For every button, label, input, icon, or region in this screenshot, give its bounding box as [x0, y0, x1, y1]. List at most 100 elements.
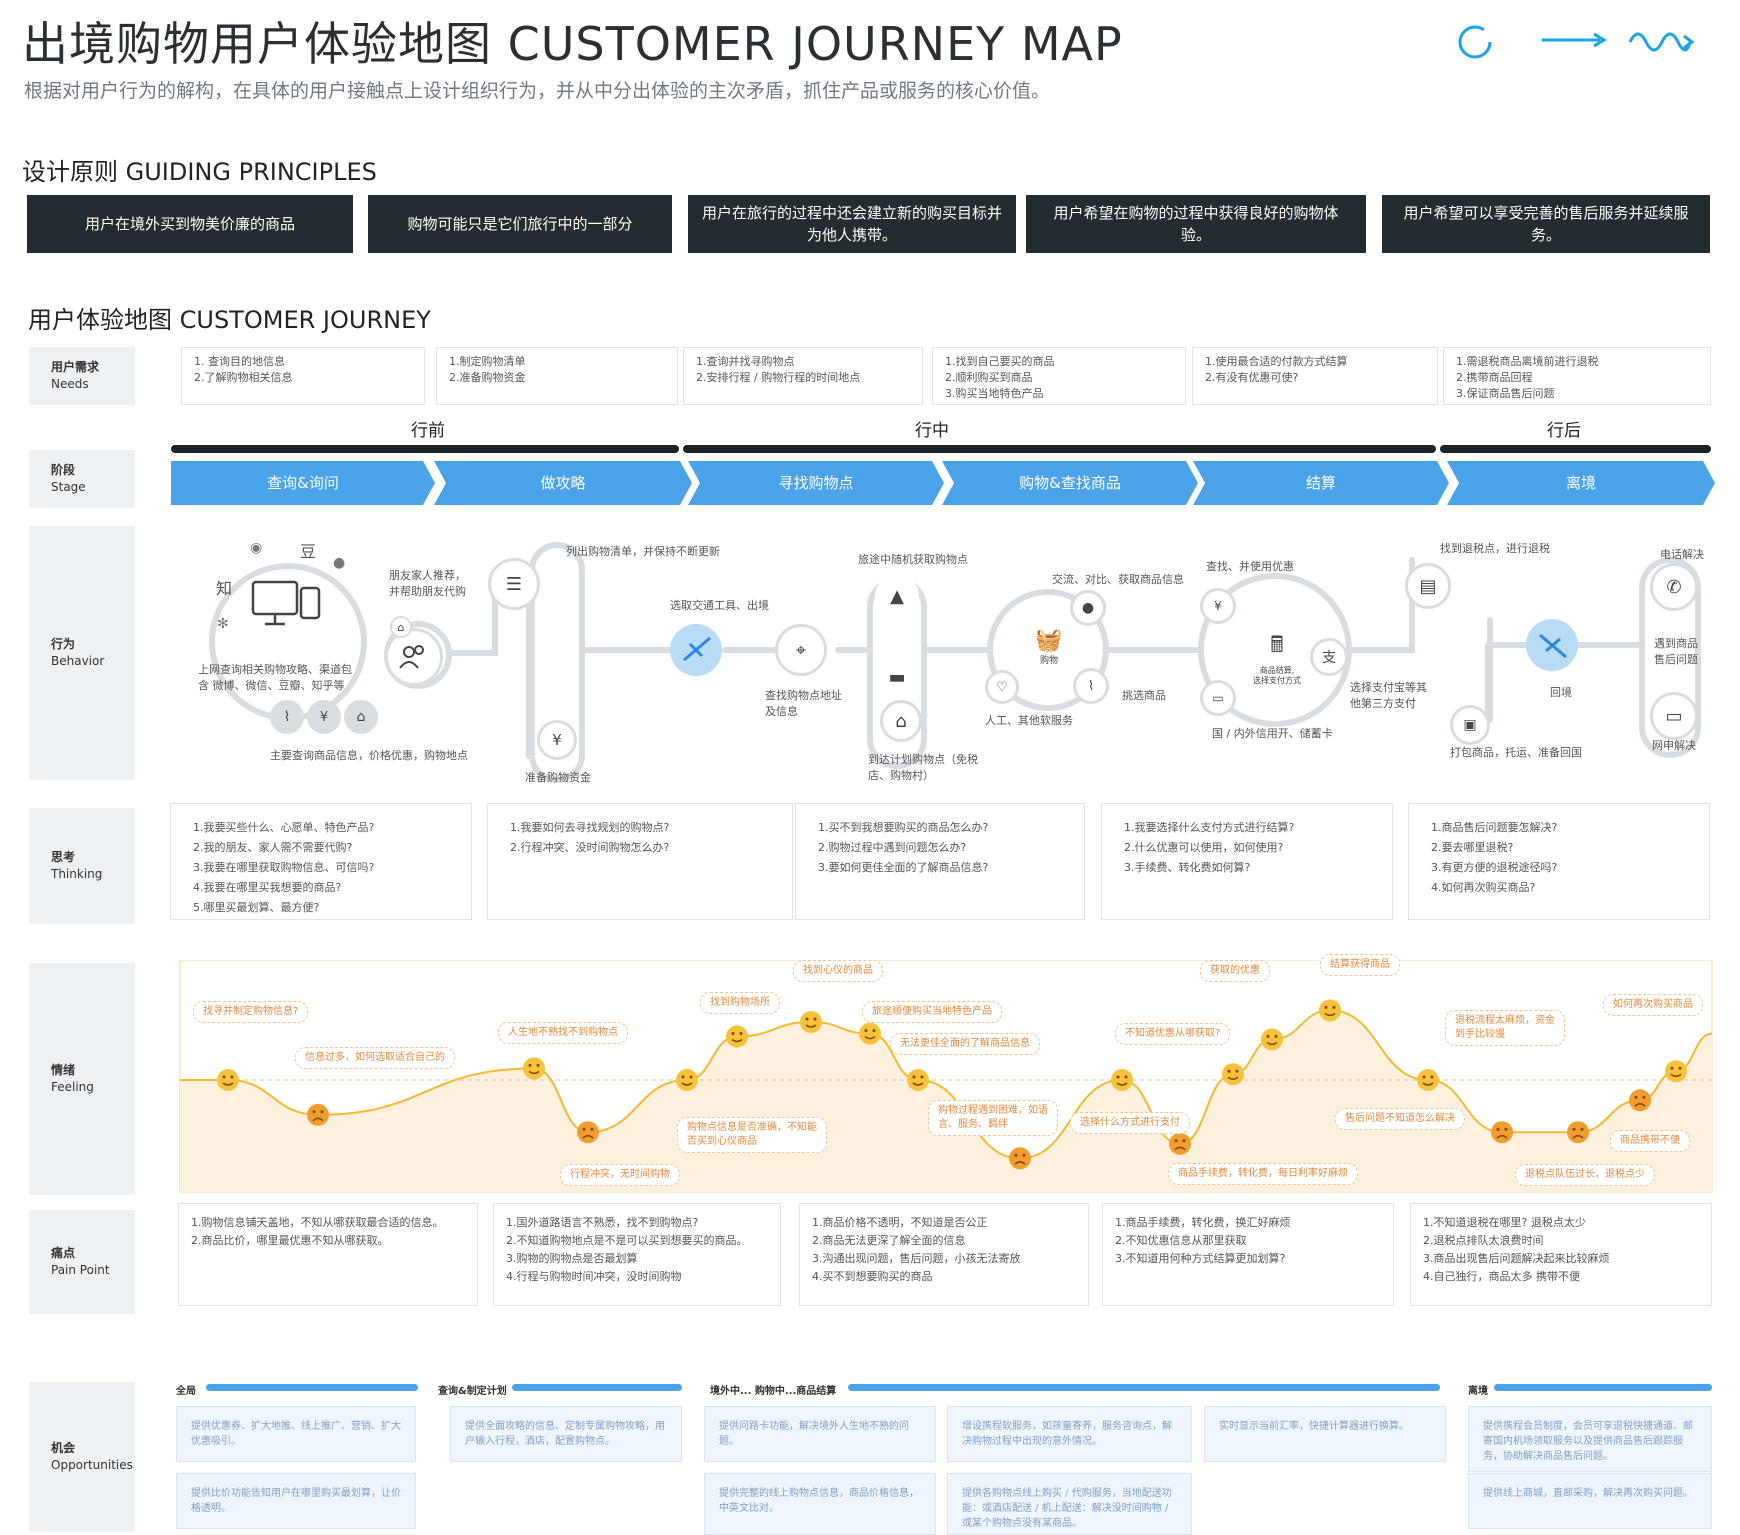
- chat-icon: ●: [1070, 590, 1106, 626]
- wechat-icon: ●: [333, 555, 346, 571]
- product-icon: ⌇: [1073, 668, 1109, 704]
- feeling-chart: [179, 960, 1713, 1193]
- pain-item: 2.不知优惠信息从那里获取: [1115, 1234, 1247, 1247]
- sad-face-icon: [577, 1121, 599, 1144]
- sad-face-icon: [1629, 1089, 1651, 1112]
- behavior-note: 挑选商品: [1122, 689, 1166, 702]
- opportunity-card: 提供全面攻略的信息、定制专属购物攻略，用户输入行程，酒店，配置购物点。: [450, 1406, 682, 1462]
- opp-group-shopping: 境外中... 购物中...商品结算: [710, 1386, 837, 1397]
- luggage-icon: ▣: [1450, 705, 1490, 745]
- thinking-card: 1.我要买些什么、心愿单、特色产品?2.我的朋友、家人需不需要代购?3.我要在哪…: [170, 803, 472, 920]
- card-icon: ▭: [1200, 680, 1236, 716]
- happy-face-icon: [1222, 1063, 1244, 1086]
- principle-card: 用户希望在购物的过程中获得良好的购物体验。: [1026, 195, 1366, 253]
- opportunity-card: 提供优惠券、扩大地推、线上推广、营销、扩大优惠吸引。: [176, 1406, 416, 1462]
- needs-card: 1.查询并找寻购物点 2.安排行程 / 购物行程的时间地点: [683, 347, 923, 405]
- list-icon: ☰: [488, 558, 540, 610]
- needs-item: 1.查询并找寻购物点: [696, 355, 795, 368]
- opportunity-card: 实时显示当前汇率，快捷计算器进行换算。: [1204, 1406, 1446, 1462]
- pain-item: 3.购物的购物点是否最划算: [506, 1252, 638, 1265]
- opp-bar: [206, 1384, 418, 1391]
- happy-face-icon: [859, 1022, 881, 1045]
- phase-after: 行后: [1547, 421, 1581, 441]
- thinking-item: 2.行程冲突、没时间购物怎么办?: [510, 841, 670, 854]
- landmark-icon: ▲: [875, 574, 919, 618]
- stage-chevron: 查询&询问: [171, 461, 435, 505]
- devices-icon: [245, 560, 333, 648]
- pain-item: 1.不知道退税在哪里? 退税点太少: [1423, 1216, 1586, 1229]
- thinking-item: 3.我要在哪里获取购物信息、可信吗?: [193, 861, 375, 874]
- thinking-item: 3.要如何更佳全面的了解商品信息?: [818, 861, 989, 874]
- behavior-note: 列出购物清单，并保持不断更新: [566, 545, 720, 558]
- opportunity-card: 提供携程会员制度，会员可享退税快捷通道、邮寄国内机场领取服务以及提供商品售后跟踪…: [1468, 1406, 1712, 1472]
- cosmetics-icon: ⌇: [270, 700, 304, 734]
- feeling-note: 购物过程遇到困难，如语 言、服务、羁绊: [928, 1100, 1058, 1136]
- computer-icon: ▭: [1650, 692, 1698, 740]
- opp-group-global: 全局: [176, 1386, 196, 1397]
- principles-heading: 设计原则 GUIDING PRINCIPLES: [22, 158, 377, 186]
- stage-chevron: 做攻略: [434, 461, 692, 505]
- feeling-note: 找到心仪的商品: [793, 960, 883, 982]
- thinking-card: 1.买不到我想要购买的商品怎么办?2.购物过程中遇到问题怎么办?3.要如何更佳全…: [795, 803, 1085, 920]
- behavior-note: 网申解决: [1652, 739, 1696, 752]
- baidu-icon: ✻: [217, 616, 229, 632]
- opp-group-plan: 查询&制定计划: [438, 1386, 507, 1397]
- wave-arrow-icon: [1628, 32, 1695, 52]
- alipay-icon: 支: [1310, 638, 1348, 676]
- money-bag-icon: ¥: [537, 720, 577, 760]
- behavior-note: 选取交通工具、出境: [670, 599, 769, 612]
- bag-icon: ⌂: [390, 616, 412, 638]
- pain-item: 1.国外道路语言不熟悉，找不到购物点?: [506, 1216, 699, 1229]
- happy-face-icon: [1665, 1060, 1687, 1083]
- feeling-note: 获取的优惠: [1200, 960, 1270, 982]
- sad-face-icon: [1169, 1132, 1191, 1155]
- feeling-note: 退税点队伍过长，退税点少: [1515, 1164, 1655, 1186]
- pain-item: 2.商品无法更深了解全面的信息: [812, 1234, 966, 1247]
- phase-during: 行中: [915, 421, 949, 441]
- needs-item: 2.安排行程 / 购物行程的时间地点: [696, 371, 861, 384]
- pain-item: 3.商品出现售后问题解决起来比较麻烦: [1423, 1252, 1610, 1265]
- thinking-item: 3.有更方便的退税途径吗?: [1431, 861, 1558, 874]
- opportunity-card: 提供完整的线上购物点信息，商品价格信息，中英文比对。: [704, 1473, 936, 1535]
- opportunity-card: 提供比价功能告知用户在哪里购买最划算，让价格透明。: [176, 1473, 416, 1529]
- opportunity-card: 增设携程软服务，如孩童寄养，服务咨询点，解决购物过程中出现的意外情况。: [947, 1406, 1192, 1462]
- behavior-note: 到达计划购物点（免税 店、购物村）: [868, 753, 978, 782]
- feeling-note: 信息过多，如何选取适合自己的: [295, 1047, 455, 1069]
- behavior-flow-diagram: [209, 542, 1701, 783]
- needs-item: 2.携带商品回程: [1456, 371, 1533, 384]
- douban-icon: 豆: [300, 542, 317, 561]
- thinking-item: 1.商品售后问题要怎解决?: [1431, 821, 1558, 834]
- feeling-note: 如何再次购买商品: [1603, 994, 1703, 1016]
- happy-face-icon: [676, 1069, 698, 1091]
- behavior-note: 国 / 内外信用开、储蓄卡: [1212, 727, 1333, 740]
- needs-item: 2.顺利购买到商品: [945, 371, 1033, 384]
- happy-face-icon: [907, 1069, 929, 1091]
- tax-form-icon: ▤: [1405, 563, 1451, 609]
- thinking-item: 1.买不到我想要购买的商品怎么办?: [818, 821, 989, 834]
- thinking-item: 2.什么优惠可以使用，如何使用?: [1124, 841, 1284, 854]
- stage-chevron: 寻找购物点: [688, 461, 944, 505]
- feeling-note: 结算获得商品: [1320, 954, 1400, 976]
- principle-card: 用户在旅行的过程中还会建立新的购买目标并为他人携带。: [688, 195, 1016, 253]
- pain-item: 4.买不到想要购买的商品: [812, 1270, 933, 1283]
- needs-item: 2.有没有优惠可使?: [1205, 371, 1299, 384]
- opp-bar: [848, 1384, 1440, 1391]
- thinking-item: 1.我要选择什么支付方式进行结算?: [1124, 821, 1295, 834]
- phase-before: 行前: [411, 421, 445, 441]
- stage-chevron: 离境: [1447, 461, 1715, 505]
- behavior-note: 朋友家人推荐， 并帮助朋友代购: [389, 569, 466, 598]
- page-subtitle: 根据对用户行为的解构，在具体的用户接触点上设计组织行为，并从中分出体验的主次矛盾…: [24, 80, 1051, 102]
- coupon-icon: ¥: [1200, 588, 1236, 624]
- behavior-note: 准备购物资金: [525, 771, 591, 784]
- sad-face-icon: [307, 1103, 329, 1126]
- stage-label: 购物&查找商品: [1019, 474, 1121, 492]
- needs-item: 2.了解购物相关信息: [194, 371, 293, 384]
